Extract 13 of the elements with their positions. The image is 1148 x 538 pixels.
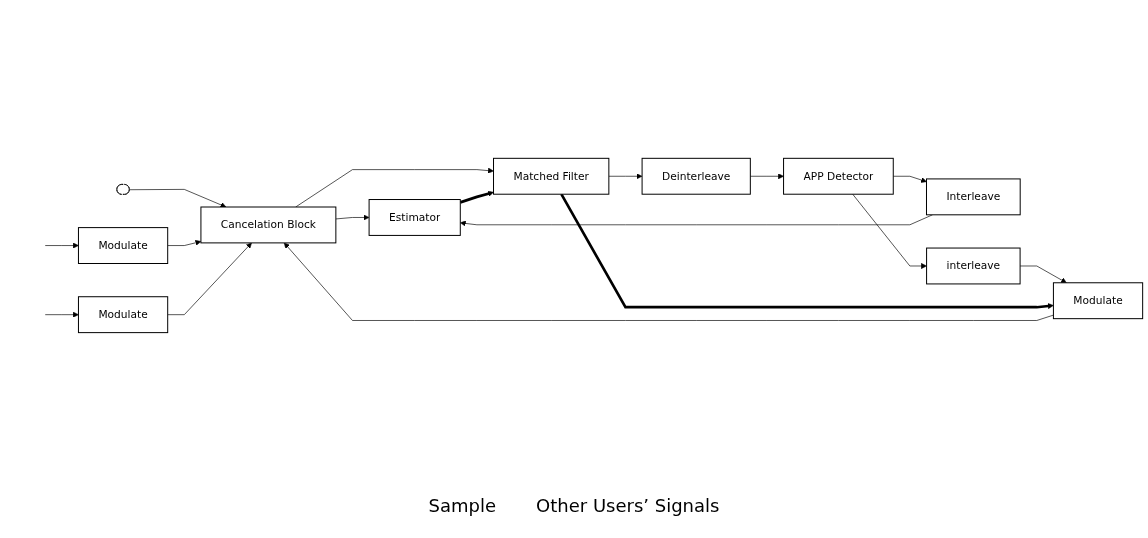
signal-label: Sample bbox=[428, 495, 497, 516]
node-box: Modulate bbox=[1052, 281, 1144, 319]
node-box: Modulate bbox=[77, 226, 169, 264]
node-box: Matched Filter bbox=[493, 157, 610, 195]
node-box: interleave bbox=[926, 247, 1021, 284]
node-box: Estimator bbox=[368, 198, 461, 236]
arrow bbox=[459, 190, 494, 204]
node-box: Modulate bbox=[77, 295, 169, 333]
signal-label: Other Users’ Signals bbox=[536, 495, 720, 516]
node-box: APP Detector bbox=[783, 157, 894, 195]
node-box: Deinterleave bbox=[641, 157, 751, 195]
node-box: Cancelation Block bbox=[200, 206, 337, 243]
node-box: Interleave bbox=[926, 177, 1021, 215]
